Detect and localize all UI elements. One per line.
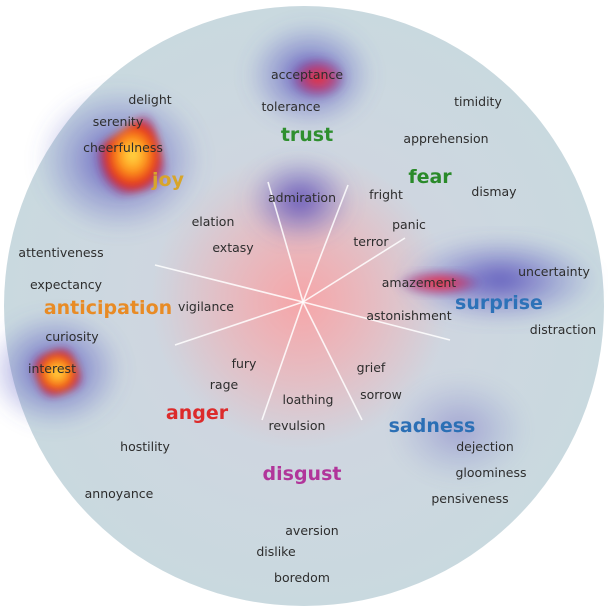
heat-blobs — [0, 20, 600, 485]
term-vigilance: vigilance — [178, 299, 234, 314]
term-revulsion: revulsion — [269, 418, 326, 433]
term-dejection: dejection — [456, 439, 514, 454]
term-terror: terror — [353, 234, 389, 249]
term-boredom: boredom — [274, 570, 330, 585]
term-grief: grief — [357, 360, 386, 375]
term-cheerfulness: cheerfulness — [83, 140, 163, 155]
spokes — [154, 181, 451, 421]
term-timidity: timidity — [454, 94, 502, 109]
term-distraction: distraction — [530, 322, 596, 337]
term-loathing: loathing — [283, 392, 334, 407]
term-astonishment: astonishment — [366, 308, 451, 323]
term-acceptance: acceptance — [271, 67, 343, 82]
term-annoyance: annoyance — [85, 486, 154, 501]
term-attentiveness: attentiveness — [18, 245, 103, 260]
term-uncertainty: uncertainty — [518, 264, 590, 279]
emotion-anticipation: anticipation — [44, 297, 172, 319]
term-expectancy: expectancy — [30, 277, 103, 292]
term-delight: delight — [128, 92, 171, 107]
term-apprehension: apprehension — [403, 131, 488, 146]
term-curiosity: curiosity — [45, 329, 99, 344]
term-admiration: admiration — [268, 190, 336, 205]
term-elation: elation — [192, 214, 235, 229]
term-extasy: extasy — [212, 240, 254, 255]
term-dislike: dislike — [256, 544, 296, 559]
term-fury: fury — [232, 356, 257, 371]
term-panic: panic — [392, 217, 426, 232]
term-serenity: serenity — [93, 114, 144, 129]
emotion-anger: anger — [166, 402, 229, 424]
term-rage: rage — [210, 377, 239, 392]
term-gloominess: gloominess — [456, 465, 527, 480]
term-sorrow: sorrow — [360, 387, 402, 402]
emotion-disgust: disgust — [263, 463, 342, 485]
term-fright: fright — [369, 187, 403, 202]
emotion-surprise: surprise — [455, 292, 543, 314]
term-dismay: dismay — [471, 184, 517, 199]
emotion-trust: trust — [281, 124, 333, 146]
term-amazement: amazement — [382, 275, 457, 290]
emotion-sadness: sadness — [389, 415, 476, 437]
primary-emotion-labels: trust fear surprise sadness disgust ange… — [44, 124, 543, 485]
emotion-joy: joy — [151, 169, 185, 191]
term-tolerance: tolerance — [262, 99, 321, 114]
term-interest: interest — [28, 361, 76, 376]
emotion-fear: fear — [408, 166, 452, 188]
term-hostility: hostility — [120, 439, 170, 454]
sub-emotion-labels: acceptance tolerance admiration timidity… — [18, 67, 596, 585]
term-pensiveness: pensiveness — [431, 491, 508, 506]
center-glow — [150, 150, 450, 450]
term-aversion: aversion — [285, 523, 338, 538]
